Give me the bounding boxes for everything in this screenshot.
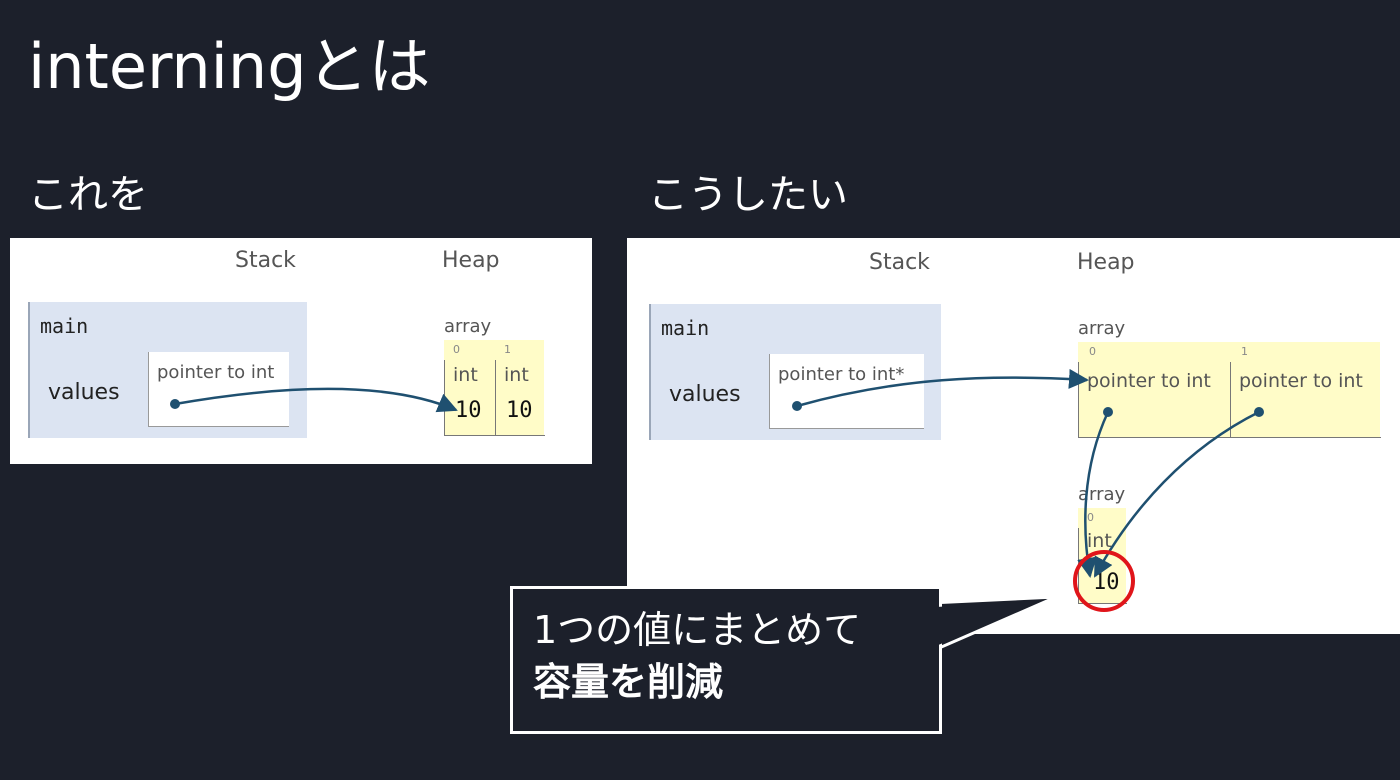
cell-value: 10 [455, 398, 482, 423]
outer-heap-array: 0 pointer to int 1 pointer to int [1078, 342, 1381, 438]
cell-type: int [1087, 530, 1112, 552]
right-arrows [792, 368, 1264, 612]
right-diagram: Stack Heap main values pointer to int* a… [627, 238, 1400, 634]
cell-value: 10 [506, 398, 533, 423]
cell-type: int [504, 364, 529, 386]
outer-array-label: array [1078, 318, 1126, 339]
pointer-arrow [796, 368, 1089, 408]
pointer-cell: pointer to int [148, 352, 289, 427]
left-diagram: Stack Heap main values pointer to int ar… [10, 238, 592, 464]
frame-name: main [40, 314, 89, 338]
callout-line2: 容量を削減 [533, 660, 724, 704]
array-cell: 1 int 10 [495, 343, 545, 436]
left-heading: これを [28, 172, 148, 218]
cell-index: 0 [453, 343, 460, 356]
heap-label: Heap [442, 248, 500, 273]
variable-name: values [669, 382, 741, 407]
pointer-label: pointer to int* [778, 364, 905, 385]
array-cell: 1 pointer to int [1230, 345, 1381, 438]
inner-array-label: array [1078, 484, 1126, 505]
stack-label: Stack [869, 250, 930, 275]
cell-type: int [453, 364, 478, 386]
cell-index: 1 [504, 343, 511, 356]
cell-index: 0 [1089, 345, 1096, 358]
variable-name: values [48, 380, 120, 405]
cell-type: pointer to int [1087, 370, 1211, 392]
stack-label: Stack [235, 248, 296, 273]
array-label: array [444, 316, 492, 337]
right-heading: こうしたい [648, 172, 848, 218]
heap-label: Heap [1077, 250, 1135, 275]
callout-box: 1つの値にまとめて 容量を削減 [510, 586, 942, 734]
pointer-arrow [174, 387, 458, 413]
stack-frame: main values pointer to int [28, 302, 307, 438]
stack-frame: main values pointer to int* [649, 304, 941, 440]
frame-name: main [661, 316, 710, 340]
highlight-circle [1073, 550, 1135, 612]
left-arrows [170, 387, 458, 413]
pointer-cell: pointer to int* [769, 354, 924, 429]
cell-type: pointer to int [1239, 370, 1363, 392]
callout-line1: 1つの値にまとめて [533, 608, 862, 652]
pointer-label: pointer to int [157, 362, 275, 383]
slide-title: interningとは [28, 30, 431, 103]
array-cell: 0 pointer to int [1078, 345, 1230, 438]
cell-index: 0 [1087, 511, 1094, 524]
cell-index: 1 [1241, 345, 1248, 358]
